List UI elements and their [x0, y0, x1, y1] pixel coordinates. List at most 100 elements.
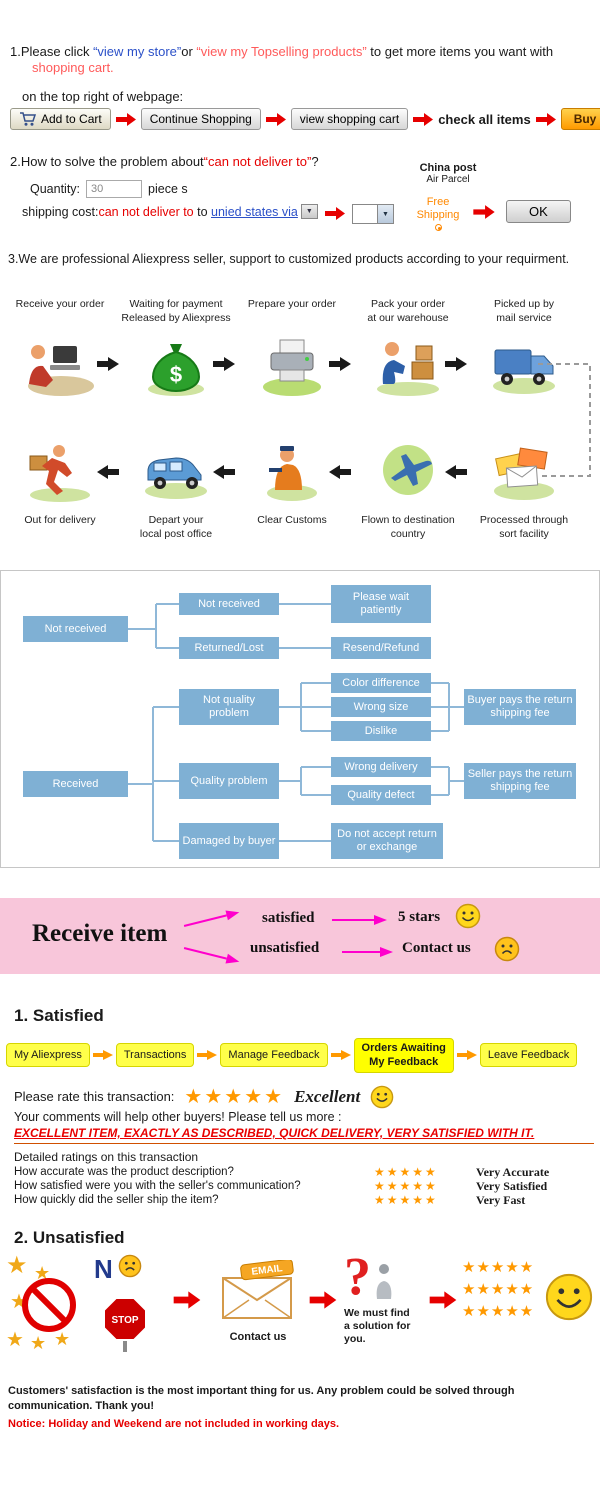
sec1-line1-text-b: or	[181, 44, 197, 59]
feedback-steps-row: My Aliexpress Transactions Manage Feedba…	[6, 1038, 578, 1073]
svg-text:EMAIL: EMAIL	[251, 1263, 283, 1278]
view-topselling-link[interactable]: “view my Topselling products”	[196, 44, 367, 59]
arrow-right-icon	[329, 357, 351, 371]
prepare-order-icon	[263, 339, 321, 396]
china-post-block: China post Air Parcel	[400, 162, 496, 185]
sec2-title-red: “can not deliver to”	[203, 154, 312, 169]
footer-notice: Notice: Holiday and Weekend are not incl…	[8, 1418, 340, 1430]
rating-stars[interactable]: ★★★★★	[374, 1193, 438, 1207]
shipping-space: to	[193, 204, 212, 219]
arrow-right-icon	[445, 357, 467, 371]
flow-node-do-not-accept: Do not accept return or exchange	[331, 823, 443, 859]
feedback-example-text: EXCELLENT ITEM, EXACTLY AS DESCRIBED, QU…	[14, 1126, 594, 1144]
ok-button[interactable]: OK	[506, 200, 571, 223]
quantity-label: Quantity:	[30, 182, 81, 196]
rate-transaction-row: Please rate this transaction: ★★★★★ Exce…	[14, 1084, 394, 1109]
arrow-right-icon	[183, 910, 240, 927]
unsatisfied-section: 2. Unsatisfied ★ ★ ★ ★ ★ ★ N STOP EMAIL …	[0, 1228, 600, 1378]
step-transactions[interactable]: Transactions	[115, 1043, 195, 1068]
arrow-left-icon	[445, 465, 467, 479]
shipping-select-caret-icon[interactable]: ▼	[300, 204, 318, 219]
rating-answer: Very Satisfied	[476, 1178, 548, 1193]
rating-answer: Very Fast	[476, 1192, 526, 1207]
flow-node-not-received: Not received	[179, 593, 279, 615]
rating-stars[interactable]: ★★★★★	[374, 1179, 438, 1193]
process-step	[118, 440, 234, 509]
step-leave-feedback[interactable]: Leave Feedback	[479, 1043, 578, 1068]
view-my-store-link[interactable]: “view my store”	[93, 44, 182, 59]
solution-caption: We must find a solution for you.	[344, 1306, 411, 1345]
rating-question: How accurate was the product description…	[14, 1166, 234, 1178]
shipping-method-dropdown[interactable]: ▼	[352, 204, 394, 224]
united-states-link[interactable]: unied states via	[211, 204, 298, 219]
flow-node-returned-lost: Returned/Lost	[179, 637, 279, 659]
buy-now-button[interactable]: Buy now	[560, 108, 600, 130]
star-icon: ★	[34, 1263, 51, 1283]
sec2-title-b: ?	[311, 154, 319, 169]
cart-icon	[20, 112, 37, 126]
air-parcel-label: Air Parcel	[426, 174, 470, 185]
contact-us-label: Contact us	[402, 940, 471, 956]
arrow-right-icon	[456, 1050, 477, 1061]
detailed-ratings-label: Detailed ratings on this transaction	[14, 1150, 199, 1164]
flow-node-damaged-by-buyer: Damaged by buyer	[179, 823, 279, 859]
step-my-aliexpress[interactable]: My Aliexpress	[6, 1043, 90, 1068]
unsatisfied-label: unsatisfied	[250, 940, 320, 956]
process-step	[234, 334, 350, 403]
excellent-label: Excellent	[294, 1086, 361, 1106]
arrow-right-icon	[309, 1291, 337, 1309]
process-label: Receive your order	[15, 298, 105, 310]
process-label: Prepare your order	[247, 298, 337, 310]
step-manage-feedback[interactable]: Manage Feedback	[220, 1043, 328, 1068]
satisfied-section: 1. Satisfied My Aliexpress Transactions …	[0, 1004, 600, 1214]
view-shopping-cart-button[interactable]: view shopping cart	[290, 108, 409, 130]
quantity-input[interactable]	[86, 180, 143, 198]
flow-node-not-quality-problem: Not quality problem	[179, 689, 279, 725]
n-letter: N	[94, 1254, 113, 1284]
ok-label: OK	[529, 204, 548, 219]
arrow-left-icon	[97, 465, 119, 479]
quantity-row: Quantity: piece s	[30, 180, 188, 198]
arrow-right-icon	[330, 1050, 351, 1061]
stars-row: ★★★★★	[462, 1303, 535, 1320]
continue-shopping-label: Continue Shopping	[149, 112, 252, 126]
arrow-right-icon	[342, 947, 393, 957]
flow-node-buyer-pays: Buyer pays the return shipping fee	[464, 689, 576, 725]
flow-node-seller-pays: Seller pays the return shipping fee	[464, 763, 576, 799]
star-icon: ★	[6, 1329, 24, 1351]
flow-node-quality-problem: Quality problem	[179, 763, 279, 799]
section-1: 1.Please click “view my store”or “view m…	[10, 44, 590, 105]
process-step	[2, 440, 118, 509]
receive-order-icon	[28, 345, 94, 396]
free-shipping-line2: Shipping	[416, 209, 460, 222]
star-icon: ★	[30, 1333, 47, 1353]
continue-shopping-button[interactable]: Continue Shopping	[140, 108, 261, 130]
rating-stars[interactable]: ★★★★★	[374, 1165, 438, 1179]
star-icon: ★	[6, 1252, 28, 1279]
cart-flow-row: Add to Cart Continue Shopping view shopp…	[10, 108, 600, 130]
receive-item-title: Receive item	[32, 920, 168, 947]
sec2-title-a: 2.How to solve the problem about	[10, 154, 204, 169]
check-all-items-text: check all items	[438, 111, 531, 127]
depart-post-office-van-icon	[145, 457, 207, 499]
footer-line2: communication. Thank you!	[8, 1399, 155, 1412]
arrow-left-icon	[213, 465, 235, 479]
satisfied-label: satisfied	[262, 910, 315, 926]
sec1-line3: on the top right of webpage:	[22, 88, 184, 104]
process-step	[466, 440, 582, 509]
step4-line2: My Feedback	[369, 1056, 439, 1069]
flow-node-resend-refund: Resend/Refund	[331, 637, 431, 659]
unsatisfied-heading: 2. Unsatisfied	[14, 1228, 125, 1247]
sec1-line1-text-a: 1.Please click	[10, 44, 94, 59]
five-stars-label: 5 stars	[398, 909, 441, 925]
five-star-rows: ★★★★★ ★★★★★ ★★★★★	[462, 1258, 546, 1320]
radio-icon[interactable]	[434, 224, 442, 232]
add-to-cart-button[interactable]: Add to Cart	[10, 108, 111, 130]
rating-stars[interactable]: ★★★★★	[184, 1086, 285, 1108]
stars-row: ★★★★★	[462, 1281, 535, 1298]
arrow-right-icon	[173, 1291, 201, 1309]
